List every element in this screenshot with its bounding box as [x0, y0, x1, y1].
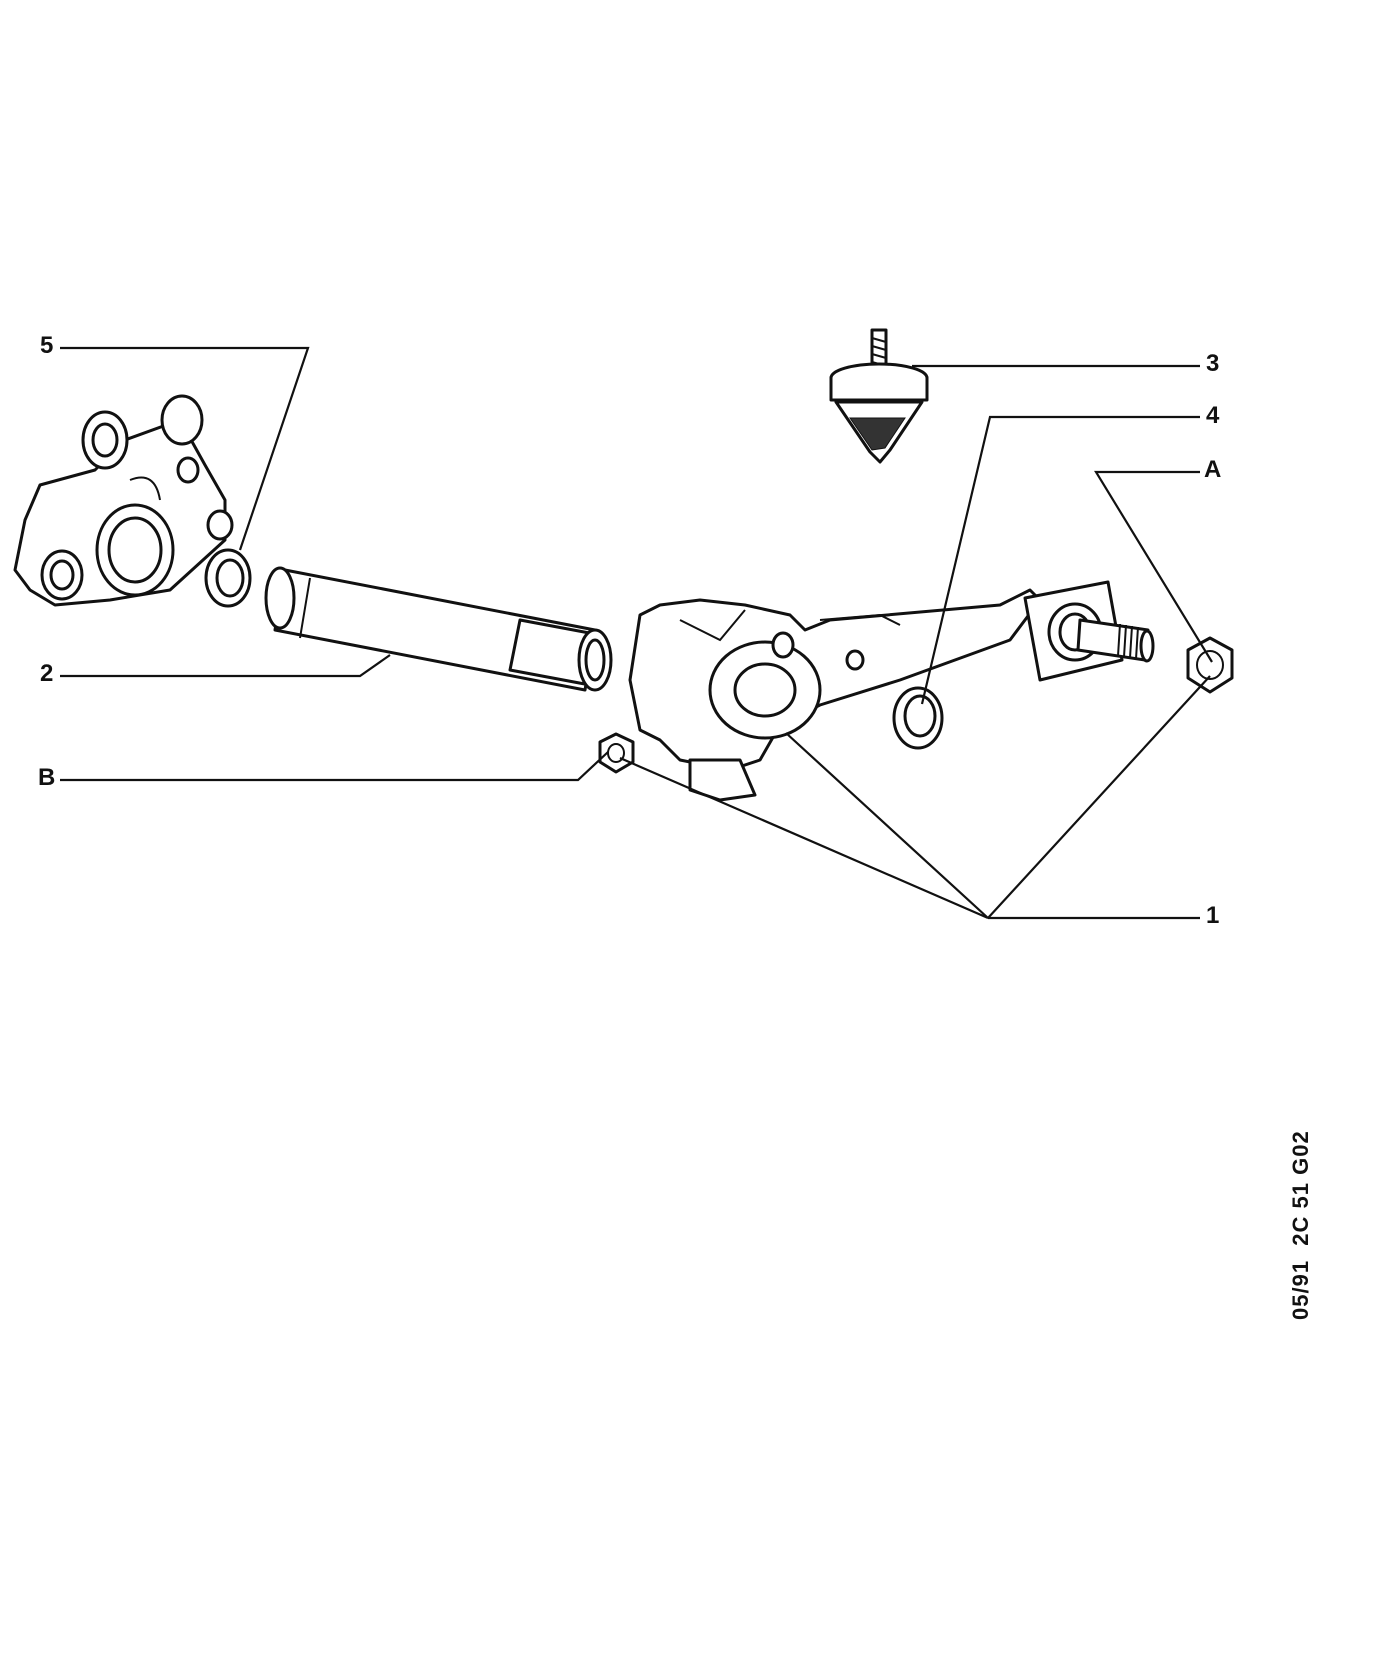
callout-4: 4 — [1206, 402, 1220, 429]
callout-2: 2 — [40, 660, 54, 687]
callout-a: A — [1204, 456, 1222, 483]
part-5-seal-ring — [204, 548, 252, 608]
leader-4 — [920, 415, 1200, 705]
leader-b — [60, 751, 609, 782]
part-1-trailing-arm — [628, 580, 1155, 802]
leader-a — [1094, 470, 1213, 663]
leader-5 — [60, 346, 310, 551]
nut-a — [1186, 636, 1234, 694]
part-4-bush — [892, 686, 944, 750]
drawing-reference: 05/91 2C 51 G02 — [1288, 1130, 1313, 1320]
part-3-buffer — [829, 328, 929, 464]
part-2-tube — [264, 566, 613, 692]
callout-5: 5 — [40, 332, 54, 359]
callout-1: 1 — [1206, 902, 1220, 929]
part-5-housing — [13, 394, 234, 607]
nut-b — [598, 732, 635, 774]
leader-2 — [60, 654, 391, 678]
callout-b: B — [38, 764, 56, 791]
callout-3: 3 — [1206, 350, 1220, 377]
leader-lines — [60, 346, 1213, 920]
